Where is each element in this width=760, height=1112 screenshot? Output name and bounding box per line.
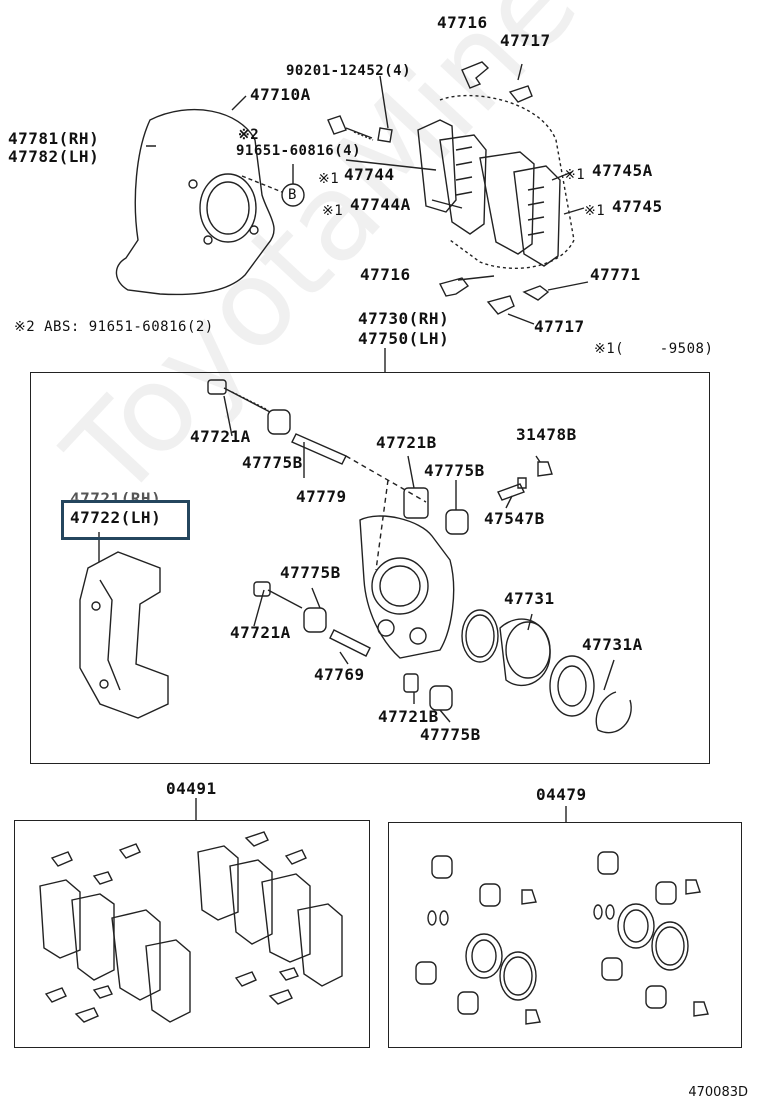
- part-label-47775b[interactable]: 47775B: [420, 725, 481, 744]
- callout-b: B: [288, 187, 297, 203]
- highlighted-part-box: [61, 500, 190, 540]
- part-label-47721[interactable]: 47721(RH): [70, 489, 162, 508]
- part-label-47775b[interactable]: 47775B: [242, 453, 303, 472]
- part-label-47744[interactable]: 47744: [344, 165, 395, 184]
- part-label-47721a[interactable]: 47721A: [230, 623, 291, 642]
- part-label-47775b[interactable]: 47775B: [280, 563, 341, 582]
- part-label-47721b[interactable]: 47721B: [378, 707, 439, 726]
- part-label-47781[interactable]: 47781(RH): [8, 129, 100, 148]
- part-label-31478b[interactable]: 31478B: [516, 425, 577, 444]
- part-label-47717[interactable]: 47717: [500, 31, 551, 50]
- part-label-47721a[interactable]: 47721A: [190, 427, 251, 446]
- part-label-47731a[interactable]: 47731A: [582, 635, 643, 654]
- bolt-47710a: [327, 115, 373, 139]
- date-note: ※1( -9508): [594, 341, 714, 357]
- part-label-47745a[interactable]: 47745A: [592, 161, 653, 180]
- part-label-04479[interactable]: 04479: [536, 785, 587, 804]
- part-label-90201-12452[interactable]: 90201-12452(4): [286, 63, 412, 79]
- dust-cover-part: [115, 108, 275, 296]
- part-label-47710a[interactable]: 47710A: [250, 85, 311, 104]
- part-label-47731[interactable]: 47731: [504, 589, 555, 608]
- part-label-47717[interactable]: 47717: [534, 317, 585, 336]
- part-label-47547b[interactable]: 47547B: [484, 509, 545, 528]
- part-label-47721b[interactable]: 47721B: [376, 433, 437, 452]
- part-label-47745[interactable]: 47745: [612, 197, 663, 216]
- clip-47716-top: [461, 61, 490, 89]
- clip-47717-mid: [486, 295, 515, 315]
- part-label-47722[interactable]: 47722(LH): [70, 508, 162, 527]
- part-label-47771[interactable]: 47771: [590, 265, 641, 284]
- caliper-assembly-parts: [79, 379, 632, 734]
- brake-pads-top: [417, 94, 575, 269]
- part-label-47769[interactable]: 47769: [314, 665, 365, 684]
- note-mark-1: ※1: [564, 167, 586, 183]
- clip-47717-top: [508, 63, 533, 103]
- note-mark-1: ※1: [318, 171, 340, 187]
- abs-note: ※2 ABS: 91651-60816(2): [14, 319, 214, 335]
- diagram-code: 470083D: [688, 1085, 748, 1100]
- part-label-91651-60816[interactable]: 91651-60816(4): [236, 143, 362, 159]
- part-label-47716[interactable]: 47716: [360, 265, 411, 284]
- caliper-assembly-box: [30, 372, 710, 764]
- part-label-04491[interactable]: 04491: [166, 779, 217, 798]
- clip-47771: [522, 285, 550, 301]
- kit-04491-box: [14, 820, 370, 1048]
- part-label-47716[interactable]: 47716: [437, 13, 488, 32]
- note-mark-1: ※1: [584, 203, 606, 219]
- part-label-47730[interactable]: 47730(RH): [358, 309, 450, 328]
- note-mark-2: ※2: [238, 127, 260, 143]
- part-label-47750[interactable]: 47750(LH): [358, 329, 450, 348]
- part-label-47779[interactable]: 47779: [296, 487, 347, 506]
- part-label-47782[interactable]: 47782(LH): [8, 147, 100, 166]
- clip-47716-mid: [438, 277, 470, 297]
- kit-04479-box: [388, 822, 742, 1048]
- note-mark-1: ※1: [322, 203, 344, 219]
- kit-04479-parts: [415, 851, 709, 1025]
- part-label-47744a[interactable]: 47744A: [350, 195, 411, 214]
- caliper-mounting-part: [79, 551, 169, 719]
- part-label-47775b[interactable]: 47775B: [424, 461, 485, 480]
- kit-04491-parts: [39, 831, 343, 1023]
